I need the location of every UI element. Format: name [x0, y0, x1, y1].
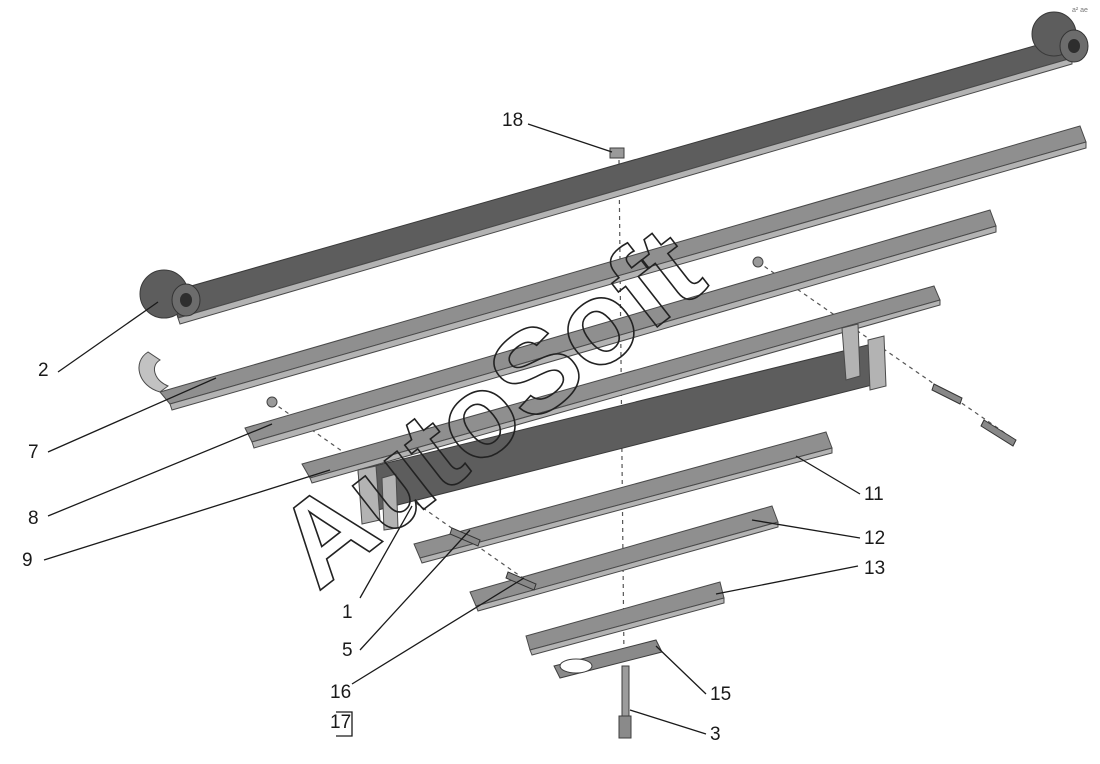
pin-part-16 — [505, 571, 537, 591]
callout-13: 13 — [864, 558, 885, 579]
pin-part-5 — [449, 527, 481, 547]
callout-5: 5 — [342, 640, 353, 661]
leader-lines — [43, 123, 861, 737]
leaf-part-8 — [244, 209, 997, 449]
callout-3: 3 — [710, 724, 721, 745]
center-bolt-part-3 — [618, 665, 632, 739]
bracket-bolts-right — [931, 383, 1017, 447]
corner-mark: a² ae — [1072, 7, 1088, 14]
callout-15: 15 — [710, 684, 731, 705]
callout-8: 8 — [28, 508, 39, 529]
callout-12: 12 — [864, 528, 885, 549]
plate-part-15 — [553, 639, 663, 679]
callout-11: 11 — [864, 484, 884, 505]
leaf-part-12 — [469, 505, 779, 612]
leaf-part-9 — [301, 285, 941, 484]
leaf-part-11 — [413, 431, 833, 564]
callout-16: 16 — [330, 682, 351, 703]
callout-17: 17 — [330, 712, 351, 733]
nut-part-18 — [609, 147, 625, 159]
clamp-bracket-part-1 — [357, 323, 887, 531]
leaf-part-13 — [525, 581, 725, 656]
callout-2: 2 — [38, 360, 49, 381]
callout-1: 1 — [342, 602, 353, 623]
callout-18: 18 — [502, 110, 523, 131]
callout-7: 7 — [28, 442, 39, 463]
callout-9: 9 — [22, 550, 33, 571]
main-leaf-part-2 — [139, 11, 1089, 325]
